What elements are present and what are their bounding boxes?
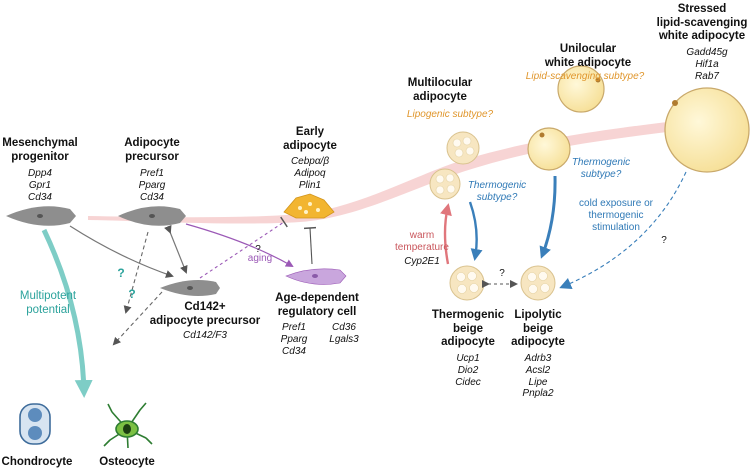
question-mark-3: ? (255, 244, 261, 255)
inhibition-areg-early (303, 226, 317, 265)
osteocyte-cell (103, 402, 153, 449)
lipid-scavenging-subtype-label: Lipid-scavenging subtype? (525, 71, 645, 82)
arrow-thermogenic-to-multilocular-warm (440, 203, 452, 265)
multipotent-arrow (41, 228, 93, 398)
chondrocyte-label: Chondrocyte (1, 456, 73, 468)
aging-label: aging (247, 253, 273, 264)
multilocular-adipocyte-cell-2 (429, 168, 461, 200)
question-mark-5: ? (661, 235, 667, 246)
chondrocyte-cell (19, 403, 51, 445)
unilocular-adipocyte-cell-2 (527, 127, 571, 171)
unilocular-adipocyte-cell-1 (557, 65, 605, 113)
arrow-cd142-to-osteo-dashed (112, 291, 163, 346)
cd142-precursor-title: Cd142+adipocyte precursor (149, 301, 261, 327)
arrow-precursor-cd142-bidirectional (164, 224, 188, 274)
early-adipocyte-cell (283, 193, 335, 219)
cyp2e1-label: Cyp2E1 (404, 256, 440, 267)
arrow-mesenchymal-to-cd142 (69, 225, 174, 278)
question-mark-4: ? (499, 268, 505, 279)
arrow-multilocular-to-thermogenic (468, 201, 483, 261)
osteocyte-label: Osteocyte (99, 456, 155, 468)
thermogenic-beige-cell (449, 265, 485, 301)
inhibition-cd142-early (199, 216, 288, 279)
question-mark-1: ? (117, 266, 125, 280)
aging-arrow (185, 223, 294, 267)
arrow-unilocular-to-lipolytic-cold (539, 175, 557, 259)
arrow-stressed-to-lipolytic-dashed (559, 171, 687, 290)
lipogenic-subtype-label: Lipogenic subtype? (406, 109, 494, 120)
multilocular-adipocyte-cell-1 (446, 131, 480, 165)
question-mark-2: ? (128, 287, 136, 301)
cd142-precursor-genes: Cd142/F3 (183, 330, 227, 341)
stressed-adipocyte-cell (664, 87, 750, 173)
lipolytic-beige-cell (520, 265, 556, 301)
